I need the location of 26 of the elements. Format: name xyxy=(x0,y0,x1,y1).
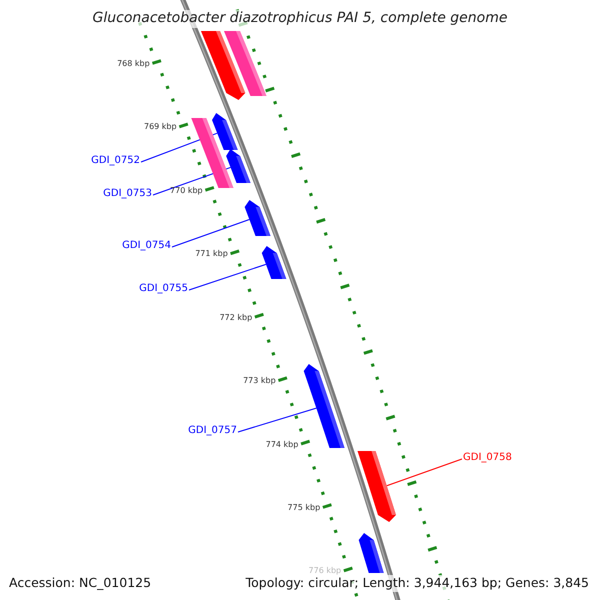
scale-label: 772 kbp xyxy=(220,314,252,322)
leader-line xyxy=(238,408,317,432)
scale-label: 776 kbp xyxy=(308,567,342,576)
gene-segment xyxy=(224,31,266,96)
gene-segment xyxy=(358,451,396,522)
scale-label: 770 kbp xyxy=(170,186,203,195)
scale-label: 769 kbp xyxy=(144,123,177,132)
gene-segment xyxy=(262,246,286,279)
scale-label: 768 kbp xyxy=(117,60,150,68)
gene-segment xyxy=(212,113,238,150)
leader-line xyxy=(188,264,266,290)
scale-label: 775 kbp xyxy=(288,504,320,512)
gene-segment xyxy=(304,364,345,448)
gene-segment xyxy=(226,149,251,183)
gene-label: GDI_0752 xyxy=(91,156,140,166)
gene-label: GDI_0754 xyxy=(122,241,171,251)
leader-line xyxy=(386,458,462,486)
gene-label: GDI_0757 xyxy=(188,426,237,436)
gene-label: GDI_0758 xyxy=(463,453,512,463)
gene-segment xyxy=(244,200,270,236)
gene-label: GDI_0755 xyxy=(139,284,188,294)
gene-segment xyxy=(358,533,384,573)
scale-label: 773 kbp xyxy=(243,377,276,386)
scale-label: 771 kbp xyxy=(195,250,228,258)
leader-line xyxy=(172,219,250,248)
gene-label: GDI_0753 xyxy=(103,189,152,199)
